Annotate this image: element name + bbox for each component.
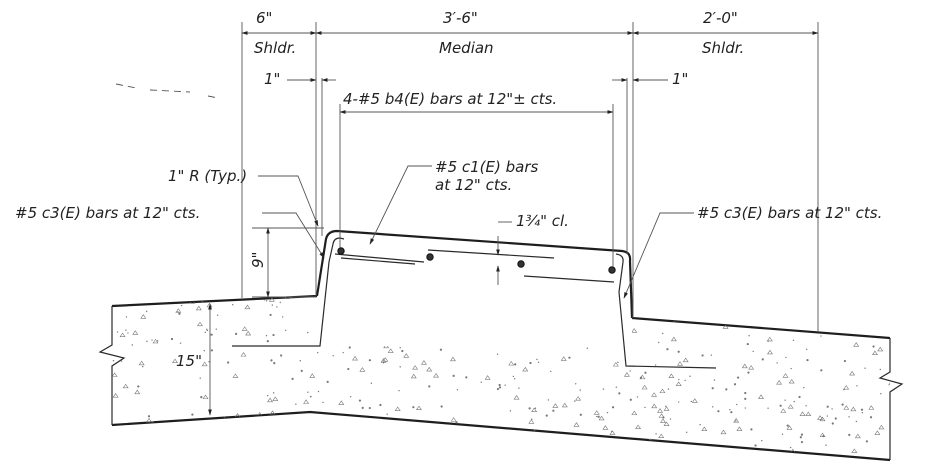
barrier-outline — [315, 229, 634, 319]
label-offset-right: 1" — [672, 70, 688, 88]
aggregate-hatch — [112, 296, 890, 460]
label-median: Median — [439, 39, 494, 57]
b4-bar-1 — [337, 247, 345, 255]
c1-bar-2 — [427, 249, 555, 259]
leader-c3-left — [262, 212, 325, 259]
label-c3-left: #5 c3(E) bars at 12" cts. — [15, 204, 200, 222]
dimension-lines — [115, 22, 819, 416]
label-median-width: 3′-6" — [443, 9, 478, 27]
c1-bar-1 — [334, 253, 425, 263]
median-barrier — [232, 229, 717, 369]
label-radius: 1" R (Typ.) — [168, 167, 247, 185]
stray-dashed-line — [115, 83, 219, 99]
leader-c1 — [369, 165, 432, 245]
label-shoulder-right: Shldr. — [702, 39, 744, 57]
slab-bottom — [111, 410, 891, 462]
label-curb-height: 9" — [249, 252, 267, 268]
label-shoulder-left: Shldr. — [254, 39, 296, 57]
label-shoulder-right-width: 2′-0" — [703, 9, 738, 27]
b4-bar-2 — [426, 253, 434, 261]
label-c1-bars-line2: at 12" cts. — [435, 176, 512, 194]
break-line-right — [878, 338, 904, 460]
label-c3-right: #5 c3(E) bars at 12" cts. — [697, 204, 882, 222]
c3-bar-left-leg — [232, 261, 330, 347]
label-clear-cover: 1¾" cl. — [516, 212, 569, 230]
b4-bar-4 — [608, 266, 616, 274]
label-offset-left: 1" — [264, 70, 280, 88]
c3-bar-right — [615, 253, 717, 369]
slab-top-right — [631, 316, 891, 340]
label-b4-bars: 4-#5 b4(E) bars at 12"± cts. — [343, 90, 557, 108]
concrete-slab — [98, 294, 904, 462]
label-slab-thickness: 15" — [176, 352, 202, 370]
leader-radius — [258, 175, 319, 227]
break-line-left — [98, 306, 126, 425]
c1-bar-4 — [523, 275, 615, 283]
slab-top-left — [111, 294, 318, 308]
label-c1-bars-line1: #5 c1(E) bars — [435, 158, 539, 176]
label-shoulder-left-width: 6" — [256, 9, 272, 27]
labels: 6" 3′-6" 2′-0" Shldr. Median Shldr. 1" 1… — [15, 9, 882, 370]
b4-bar-3 — [517, 260, 525, 268]
leader-c3-right — [623, 212, 694, 299]
c1-bar-3 — [340, 257, 416, 265]
